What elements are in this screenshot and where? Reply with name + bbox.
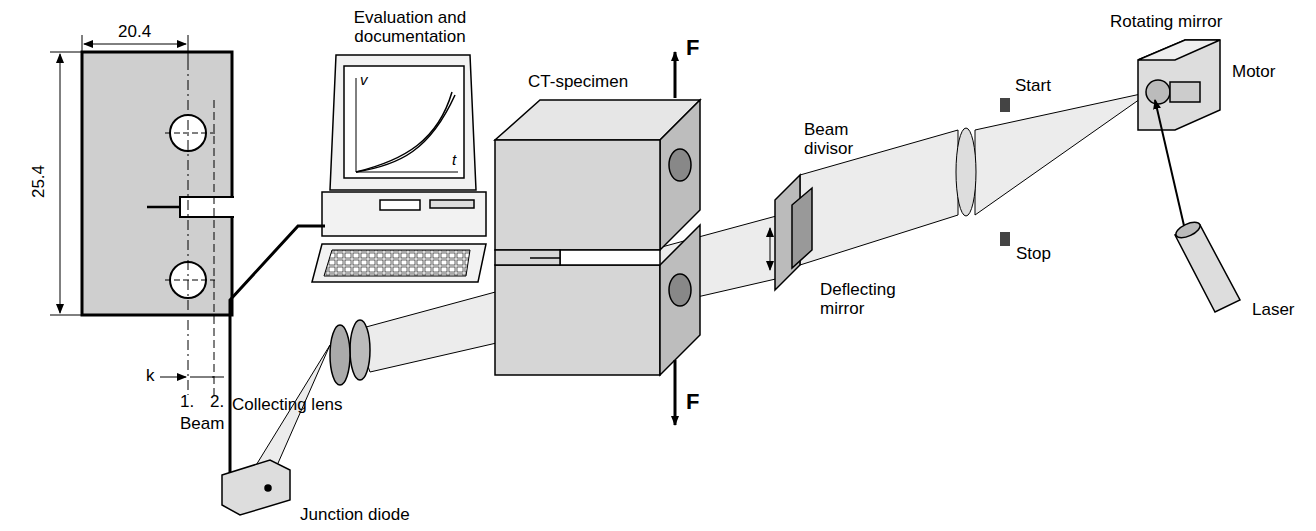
computer (324, 250, 470, 276)
computer (312, 55, 486, 282)
laser-beam (975, 92, 1150, 215)
ct-specimen-3d (495, 265, 660, 375)
beam-label: Beam (180, 414, 224, 433)
part-label: Stop (1016, 244, 1051, 263)
beam-divisor (792, 188, 812, 268)
part-label: Start (1015, 76, 1051, 95)
part-label: Laser (1252, 300, 1295, 319)
specimen-drawing (50, 35, 234, 398)
rotating-mirror (1170, 82, 1200, 102)
ct-specimen-3d (674, 360, 677, 425)
laser (1174, 219, 1203, 241)
force-label: F (686, 38, 699, 57)
specimen-drawing (50, 52, 82, 53)
axis-label: t (452, 150, 456, 169)
force-label: F (686, 392, 699, 411)
beam-position: 2. (210, 392, 224, 411)
part-label: Junction diode (300, 505, 410, 524)
computer (380, 200, 420, 210)
rotating-mirror (1138, 40, 1220, 130)
specimen-drawing (190, 377, 214, 378)
part-label: Rotating mirror (1110, 12, 1222, 31)
part-label: CT-specimen (528, 72, 628, 91)
dimension-symbol: k (146, 366, 155, 385)
start-sensor (1000, 98, 1010, 112)
rotating-mirror (1138, 40, 1220, 60)
ct-specimen-3d (530, 257, 560, 259)
laser-beam (956, 128, 976, 216)
part-label: Deflecting mirror (820, 280, 900, 318)
specimen-drawing (82, 35, 83, 52)
collecting-lens (350, 320, 370, 380)
collecting-lens (330, 325, 350, 385)
specimen-drawing (50, 315, 82, 316)
part-label: Evaluation and documentation (340, 8, 480, 46)
computer (344, 66, 464, 178)
specimen-drawing (165, 133, 215, 134)
ct-specimen-3d (560, 250, 660, 265)
computer (356, 172, 458, 173)
dimension: 20.4 (118, 22, 151, 41)
stop-sensor (1000, 232, 1010, 246)
rotating-mirror (1146, 80, 1170, 104)
beam-divisor (770, 175, 812, 290)
specimen-drawing (188, 35, 189, 60)
part-label: Collecting lens (232, 395, 343, 414)
specimen-drawing (82, 52, 232, 315)
computer (356, 95, 455, 172)
junction-diode (222, 460, 290, 515)
ct-specimen-3d (669, 274, 691, 306)
ct-specimen-3d (495, 140, 660, 250)
computer (312, 244, 486, 282)
computer (322, 192, 486, 236)
ct-specimen-3d (660, 225, 700, 375)
rotating-mirror (1138, 40, 1220, 130)
specimen-drawing (60, 54, 61, 313)
ct-specimen-3d (669, 149, 691, 181)
computer (330, 55, 476, 190)
computer (356, 78, 357, 172)
axis-label: v (360, 70, 368, 89)
beam-divisor (770, 228, 771, 270)
part-label: Motor (1232, 62, 1275, 81)
specimen-drawing (214, 100, 215, 398)
specimen-drawing (188, 60, 189, 395)
specimen-drawing (165, 280, 215, 281)
computer (430, 200, 474, 208)
part-label: Beam divisor (804, 120, 874, 158)
specimen-drawing (84, 44, 186, 45)
laser (1155, 100, 1185, 230)
computer (356, 92, 452, 172)
laser-beam (355, 92, 1150, 372)
ct-specimen-3d (495, 52, 700, 425)
ct-specimen-3d (674, 52, 677, 98)
beam-position: 1. (180, 392, 194, 411)
laser (1155, 100, 1240, 312)
specimen-drawing (160, 377, 186, 378)
junction-diode (265, 485, 271, 491)
junction-diode (222, 460, 290, 515)
specimen-drawing (147, 206, 180, 209)
ct-specimen-3d (660, 100, 700, 250)
dimension: 25.4 (29, 165, 48, 198)
ct-specimen-3d (495, 250, 560, 265)
